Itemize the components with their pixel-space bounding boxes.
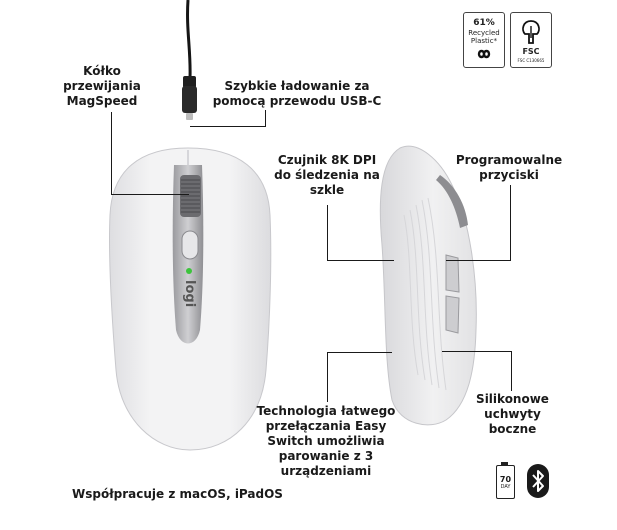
label-silicone-grips: Silikonowe uchwyty boczne bbox=[476, 392, 549, 436]
label-programmable-buttons: Programowalne przyciski bbox=[455, 153, 563, 182]
scroll-wheel-callout-h bbox=[111, 194, 189, 195]
usb-c-connector bbox=[182, 86, 197, 113]
mode-shift-button bbox=[181, 230, 199, 260]
fsc-code: FSC C130665 bbox=[517, 58, 545, 63]
battery-unit: DAY bbox=[500, 484, 511, 490]
label-scroll-wheel: Kółko przewijania MagSpeed bbox=[63, 64, 141, 108]
fsc-text: FSC bbox=[522, 47, 540, 56]
buttons-callout-h bbox=[446, 260, 511, 261]
fsc-tree-icon bbox=[522, 20, 540, 44]
recycle-icon bbox=[477, 49, 491, 59]
recycled-text: Recycled Plastic* bbox=[468, 29, 500, 45]
label-sensor: Czujnik 8K DPI do śledzenia na szkle bbox=[274, 153, 380, 197]
side-button-forward bbox=[445, 254, 460, 293]
fsc-badge: FSC FSC C130665 bbox=[510, 12, 552, 68]
usb-c-connector-collar bbox=[183, 76, 196, 88]
scroll-wheel-callout-v bbox=[111, 112, 112, 194]
mouse-side-view bbox=[379, 145, 477, 426]
easy-switch-callout-h bbox=[327, 352, 392, 353]
label-fast-charging: Szybkie ładowanie za pomocą przewodu USB… bbox=[212, 79, 382, 108]
battery-badge: 70 DAY bbox=[496, 462, 515, 499]
battery-days: 70 bbox=[499, 475, 512, 484]
bluetooth-icon bbox=[527, 464, 549, 498]
side-button-back bbox=[445, 295, 460, 334]
sensor-callout-v bbox=[327, 205, 328, 260]
recycled-plastic-badge: 61% Recycled Plastic* bbox=[463, 12, 505, 68]
buttons-callout-v bbox=[510, 185, 511, 260]
grips-callout-h bbox=[442, 351, 512, 352]
usb-callout-v bbox=[265, 110, 266, 127]
easy-switch-callout-v bbox=[327, 352, 328, 402]
usb-callout-h bbox=[190, 126, 266, 127]
logi-logo: logi bbox=[182, 280, 197, 307]
compatibility-text: Współpracuje z macOS, iPadOS bbox=[72, 487, 283, 501]
label-easy-switch: Technologia łatwego przełączania Easy Sw… bbox=[256, 404, 396, 478]
battery-cap bbox=[501, 462, 508, 465]
usb-cable bbox=[186, 0, 192, 79]
recycled-percent: 61% bbox=[473, 18, 495, 28]
grips-callout-v bbox=[511, 351, 512, 391]
status-led bbox=[186, 268, 192, 274]
sensor-callout-h bbox=[327, 260, 394, 261]
